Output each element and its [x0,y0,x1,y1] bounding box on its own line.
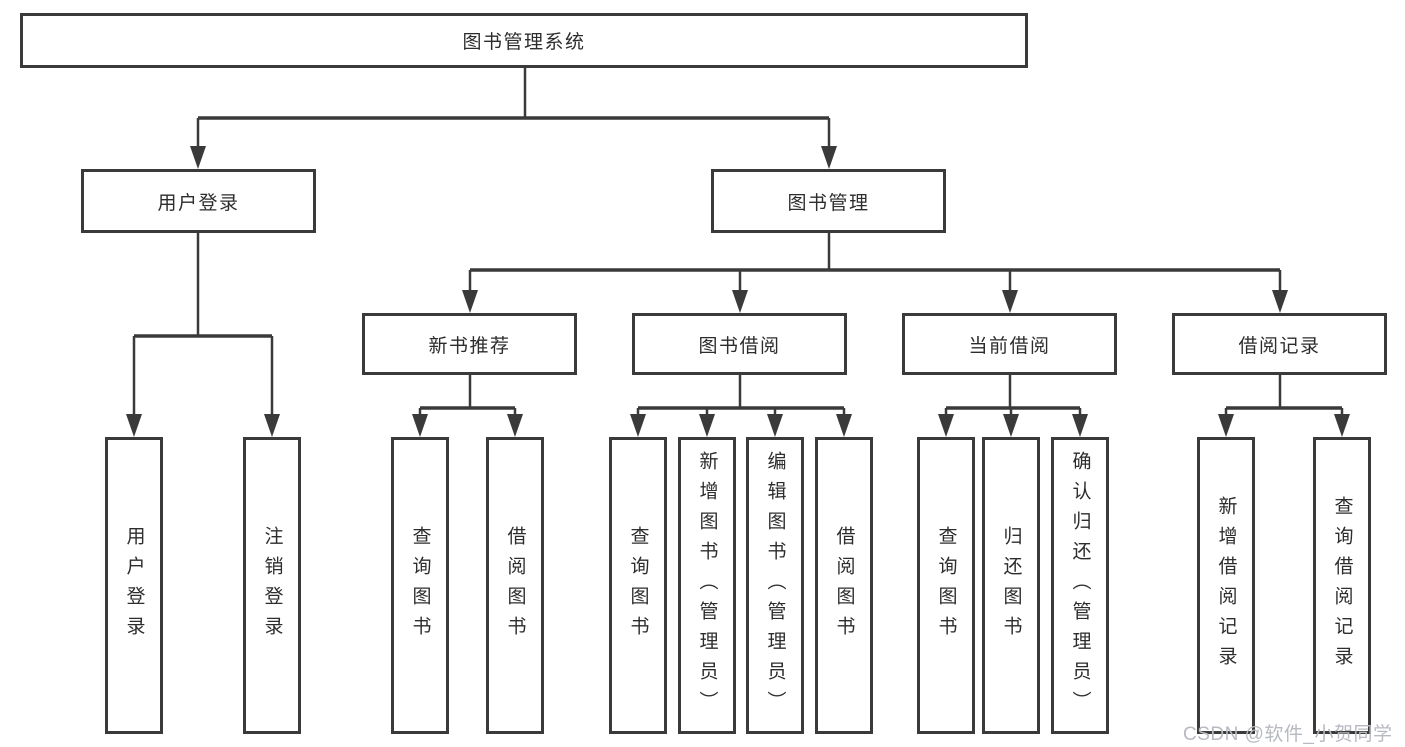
leaf-add-book-admin: 新增图书（管理员） [678,437,736,734]
leaf-edit-book-admin-label: 编辑图书（管理员） [764,450,786,721]
leaf-return-book-label: 归还图书 [1000,525,1022,646]
leaf-recommend-borrow-books: 借阅图书 [486,437,544,734]
leaf-edit-book-admin: 编辑图书（管理员） [746,437,804,734]
arrowhead-icons [126,146,1350,437]
node-root-system-label: 图书管理系统 [462,32,586,53]
node-user-login: 用户登录 [81,169,316,233]
node-book-management-label: 图书管理 [787,192,870,214]
node-current-borrowing: 当前借阅 [902,313,1117,375]
leaf-logout: 注销登录 [243,437,301,734]
node-borrowing-records-label: 借阅记录 [1238,335,1321,357]
leaf-confirm-return-admin: 确认归还（管理员） [1051,437,1109,734]
leaf-current-query-books: 查询图书 [917,437,975,734]
leaf-recommend-query-books: 查询图书 [391,437,449,734]
leaf-recommend-borrow-books-label: 借阅图书 [504,525,526,646]
node-book-borrowing-label: 图书借阅 [698,335,781,357]
node-root-system: 图书管理系统 [20,13,1028,68]
leaf-query-borrow-record: 查询借阅记录 [1313,437,1371,734]
leaf-add-borrow-record: 新增借阅记录 [1197,437,1255,734]
leaf-borrow-query-books-label: 查询图书 [627,525,649,646]
watermark: CSDN @软件_小贺同学 [1183,724,1393,745]
leaf-add-book-admin-label: 新增图书（管理员） [696,450,718,721]
node-current-borrowing-label: 当前借阅 [968,335,1051,357]
leaf-return-book: 归还图书 [982,437,1040,734]
leaf-user-login-label: 用户登录 [123,525,145,646]
node-new-book-recommendation: 新书推荐 [362,313,577,375]
leaf-user-login: 用户登录 [105,437,163,734]
leaf-add-borrow-record-label: 新增借阅记录 [1215,495,1237,676]
leaf-borrow-borrow-books: 借阅图书 [815,437,873,734]
node-borrowing-records: 借阅记录 [1172,313,1387,375]
leaf-current-query-books-label: 查询图书 [935,525,957,646]
leaf-query-borrow-record-label: 查询借阅记录 [1331,495,1353,676]
node-user-login-label: 用户登录 [157,192,240,214]
leaf-recommend-query-books-label: 查询图书 [409,525,431,646]
leaf-confirm-return-admin-label: 确认归还（管理员） [1069,450,1091,721]
node-new-book-recommendation-label: 新书推荐 [428,335,511,357]
node-book-borrowing: 图书借阅 [632,313,847,375]
leaf-borrow-query-books: 查询图书 [609,437,667,734]
node-book-management: 图书管理 [711,169,946,233]
leaf-borrow-borrow-books-label: 借阅图书 [833,525,855,646]
leaf-logout-label: 注销登录 [261,525,283,646]
